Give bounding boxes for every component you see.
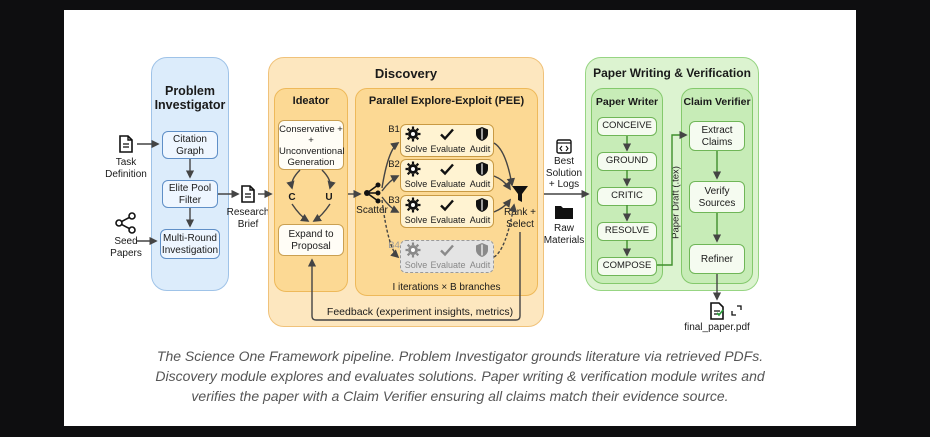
scatter-icon (362, 182, 382, 204)
best-solution-label: Best Solution + Logs (545, 156, 583, 190)
ideator-title: Ideator (292, 95, 330, 107)
checkmark-icon (439, 126, 455, 142)
arrow-scatter-b1 (381, 142, 400, 189)
shield-icon (474, 242, 490, 258)
arrow-b1-to-rank (493, 142, 516, 187)
share-network-icon (115, 212, 137, 234)
arrow-b2-to-rank (493, 175, 511, 191)
solve-label: Solve (404, 144, 428, 154)
final-paper-label: final_paper.pdf (684, 322, 750, 333)
rank-select-label: Rank + Select (504, 207, 536, 230)
branch-id-label: B1 (388, 124, 400, 135)
branch-id-label: B3 (388, 195, 400, 206)
expand-proposal-box: Expand to Proposal (278, 224, 344, 256)
gear-icon (405, 126, 421, 142)
branch-id-label: B2 (388, 159, 400, 170)
refiner-box: Refiner (689, 244, 745, 274)
evaluate-label: Evaluate (430, 260, 466, 270)
evaluate-label: Evaluate (430, 215, 466, 225)
code-file-icon (556, 139, 572, 154)
solve-label: Solve (404, 260, 428, 270)
gear-icon (405, 161, 421, 177)
arrow-scatter-b2 (381, 175, 400, 192)
verify-sources-box: Verify Sources (689, 181, 745, 213)
figure-caption: The Science One Framework pipeline. Prob… (155, 348, 765, 404)
gear-icon (405, 242, 421, 258)
audit-label: Audit (469, 260, 491, 270)
evaluate-label: Evaluate (430, 179, 466, 189)
arrow-c-to-expand (291, 203, 310, 222)
document-icon (119, 135, 133, 153)
generation-box: Conservative + + Unconventional Generati… (278, 120, 345, 170)
arrow-gen-to-u (321, 169, 336, 190)
expand-icon (731, 303, 742, 316)
audit-label: Audit (469, 215, 491, 225)
shield-icon (474, 126, 490, 142)
research-brief-icon (241, 185, 255, 203)
checkmark-icon (439, 197, 455, 213)
conservative-c-label: C (288, 192, 296, 203)
research-brief-label: Research Brief (226, 207, 270, 230)
branch-id-label: B4 (388, 240, 400, 251)
multi-round-investigation-box: Multi-Round Investigation (160, 229, 220, 259)
feedback-loop (307, 232, 521, 321)
shield-icon (474, 197, 490, 213)
audit-label: Audit (469, 144, 491, 154)
task-definition-label: Task Definition (105, 157, 147, 180)
solve-label: Solve (404, 215, 428, 225)
evaluate-label: Evaluate (430, 144, 466, 154)
raw-materials-label: Raw Materials (543, 223, 585, 246)
seed-papers-label: Seed Papers (110, 236, 142, 259)
iterations-label: I iterations × B branches (392, 282, 501, 293)
gear-icon (405, 197, 421, 213)
arrow-scatter-b4 (381, 199, 400, 259)
folder-icon (554, 204, 574, 220)
audit-label: Audit (469, 179, 491, 189)
problem-investigator-title: Problem Investigator (154, 84, 226, 113)
extract-claims-box: Extract Claims (689, 121, 745, 151)
paper-writer-title: Paper Writer (595, 96, 659, 108)
feedback-label: Feedback (experiment insights, metrics) (326, 306, 514, 318)
arrow-gen-to-c (286, 169, 301, 190)
elite-pool-filter-box: Elite Pool Filter (162, 180, 218, 208)
claim-verifier-title: Claim Verifier (683, 96, 751, 108)
discovery-title: Discovery (374, 66, 438, 81)
citation-graph-box: Citation Graph (162, 131, 218, 159)
checkmark-icon (439, 242, 455, 258)
arrow-b4-to-rank (493, 203, 517, 258)
paper-title: Paper Writing & Verification (593, 66, 751, 80)
arrow-compose-to-verifier (657, 130, 688, 266)
scatter-label: Scatter (356, 205, 388, 216)
unconventional-u-label: U (325, 192, 333, 203)
funnel-icon (511, 185, 529, 203)
writer-step-conceive: CONCEIVE (597, 117, 657, 136)
solve-label: Solve (404, 179, 428, 189)
writer-step-compose: COMPOSE (597, 257, 657, 276)
arrow-scatter-b3 (381, 196, 400, 213)
pee-title: Parallel Explore-Exploit (PEE) (368, 95, 525, 107)
checkmark-icon (439, 161, 455, 177)
arrow-b3-to-rank (493, 198, 512, 213)
pdf-file-icon (710, 302, 724, 320)
arrow-u-to-expand (312, 203, 331, 222)
shield-icon (474, 161, 490, 177)
